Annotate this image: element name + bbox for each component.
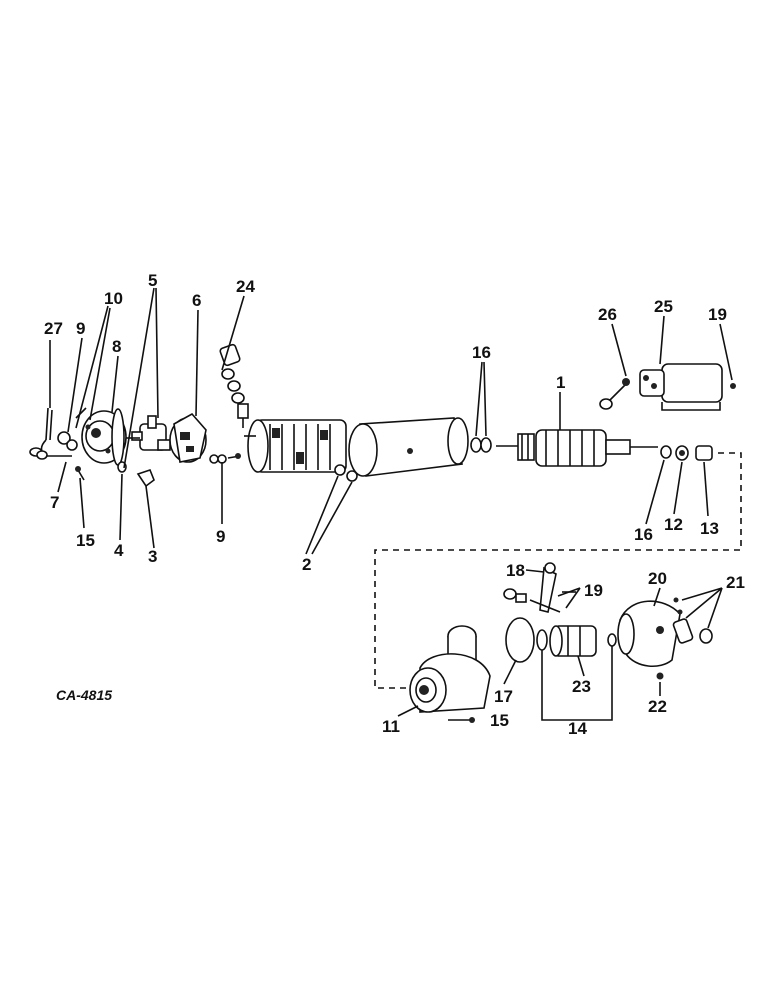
part-25-solenoid-drawing (639, 363, 723, 411)
callout-14: 14 (568, 719, 587, 738)
callout-9-top: 9 (76, 319, 85, 338)
part-5-brush-plate-drawing (126, 415, 171, 451)
callout-1: 1 (556, 373, 565, 392)
callout-2: 2 (302, 555, 311, 574)
callout-15-left: 15 (76, 531, 95, 550)
callout-13: 13 (700, 519, 719, 538)
part-18-shift-lever-drawing (503, 562, 561, 613)
callout-22: 22 (648, 697, 667, 716)
callout-16-right: 16 (634, 525, 653, 544)
part-9-lower-washers-drawing (209, 453, 241, 464)
callout-24: 24 (236, 277, 255, 296)
part-19-solenoid-plunger-drawing (730, 383, 736, 389)
part-15-screw-left-drawing (75, 466, 85, 481)
part-13-bushing-drawing (695, 445, 713, 461)
part-22-plug-drawing (656, 672, 664, 680)
part-26-cable-drawing (599, 378, 630, 410)
callout-3: 3 (148, 547, 157, 566)
callout-25: 25 (654, 297, 673, 316)
callout-21: 21 (726, 573, 745, 592)
callout-15-right: 15 (490, 711, 509, 730)
part-17-ring-drawing (505, 617, 535, 663)
callout-7: 7 (50, 493, 59, 512)
part-20-nose-housing-drawing (617, 600, 681, 667)
callout-8: 8 (112, 337, 121, 356)
part-24-hardware-drawing (219, 343, 249, 428)
part-23-drive-drawing (549, 625, 597, 657)
callout-10: 10 (104, 289, 123, 308)
part-3-clip-drawing (136, 469, 155, 488)
part-16-right-washer-drawing (660, 445, 672, 459)
part-8-end-frame-drawing (81, 408, 127, 466)
part-12-washer-drawing (675, 445, 689, 461)
callout-12: 12 (664, 515, 683, 534)
callout-19-right: 19 (584, 581, 603, 600)
part-15-screw-right-drawing (448, 717, 475, 723)
part-14-snap-ring-drawing (607, 633, 617, 647)
callout-9-bottom: 9 (216, 527, 225, 546)
figure-code: CA-4815 (56, 687, 112, 703)
part-6-brush-holder-drawing (169, 412, 207, 463)
part-27-terminal-drawing (29, 407, 72, 460)
callout-17: 17 (494, 687, 513, 706)
part-21-hardware-drawing (672, 597, 713, 644)
callout-26: 26 (598, 305, 617, 324)
callout-23: 23 (572, 677, 591, 696)
callout-5: 5 (148, 271, 157, 290)
part-16-upper-washers-drawing (470, 437, 492, 453)
leader-lines (49, 287, 733, 721)
callout-20: 20 (648, 569, 667, 588)
callout-11: 11 (382, 717, 400, 736)
part-14-washer-drawing (536, 629, 548, 651)
part-field-coil-drawing (244, 419, 347, 473)
part-7-9-washers-drawing (57, 407, 87, 451)
dashed-assembly-line (374, 452, 742, 689)
part-1-armature-drawing (496, 429, 658, 467)
part-2-screws-drawing (334, 464, 358, 482)
callout-27: 27 (44, 319, 63, 338)
callout-6: 6 (192, 291, 201, 310)
callout-19-top: 19 (708, 305, 727, 324)
part-frame-housing-drawing (348, 417, 469, 477)
callout-16-top: 16 (472, 343, 491, 362)
callout-4: 4 (114, 541, 124, 560)
callout-18: 18 (506, 561, 525, 580)
part-11-drive-housing-drawing (409, 625, 491, 713)
